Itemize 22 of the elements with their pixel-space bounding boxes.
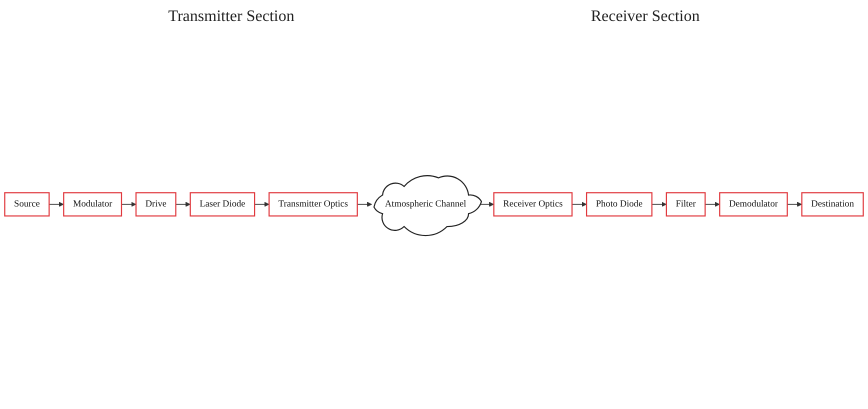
node-box: Source: [4, 192, 50, 217]
node-box: Destination: [801, 192, 864, 217]
arrow: [175, 202, 191, 208]
arrow: [572, 202, 587, 208]
node-box: Receiver Optics: [493, 192, 573, 217]
arrow: [254, 202, 270, 208]
node-box: Photo Diode: [586, 192, 652, 217]
section-label: Receiver Section: [590, 8, 700, 26]
arrow: [478, 202, 494, 208]
section-label: Transmitter Section: [168, 8, 294, 26]
arrow: [48, 202, 64, 208]
node-box: Modulator: [63, 192, 122, 217]
arrow: [356, 202, 372, 208]
node-box: Laser Diode: [190, 192, 256, 217]
node-box: Drive: [135, 192, 176, 217]
node-box: Transmitter Optics: [268, 192, 358, 217]
node-box: Filter: [666, 192, 706, 217]
arrow: [651, 202, 667, 208]
node-box: Demodulator: [719, 192, 788, 217]
arrow: [704, 202, 720, 208]
arrow: [786, 202, 802, 208]
arrow: [121, 202, 136, 208]
